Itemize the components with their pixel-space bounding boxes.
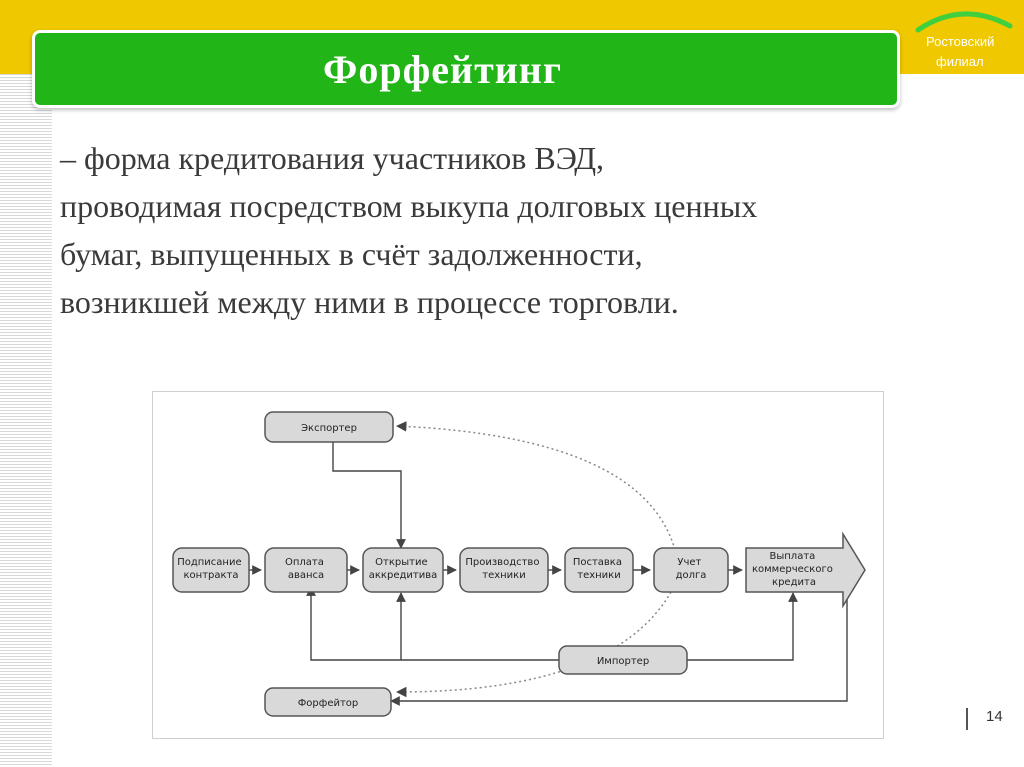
logo-text-line2: филиал	[936, 54, 984, 69]
node-accounting: Учет долга	[653, 547, 729, 593]
node-importer: Импортер	[558, 645, 688, 675]
definition-line: – форма кредитования участников ВЭД,	[60, 140, 605, 176]
branch-logo: Ростовский филиал	[910, 6, 1016, 72]
title-bar: Форфейтинг	[32, 30, 900, 108]
node-exporter: Экспортер	[264, 411, 394, 443]
slide-title: Форфейтинг	[323, 46, 562, 92]
node-signing-label: Подписание контракта	[177, 557, 245, 581]
definition-line: возникшей между ними в процессе торговли…	[60, 284, 679, 320]
dotted-accounting-to-exporter	[395, 421, 676, 551]
node-payment: Оплата аванса	[264, 547, 348, 593]
line-importer-to-payment	[306, 586, 559, 661]
definition-line: проводимая посредством выкупа долговых ц…	[60, 188, 758, 224]
logo-arc-icon	[915, 11, 1013, 33]
node-delivery: Поставка техники	[564, 547, 634, 593]
node-signing: Подписание контракта	[172, 547, 250, 593]
node-importer-label: Импортер	[597, 656, 649, 667]
line-credit-to-forfeiter	[390, 592, 848, 706]
forfaiting-flow-diagram: Экспортер Подписание контракта Оплата ав…	[152, 391, 884, 739]
diagram-canvas: Экспортер Подписание контракта Оплата ав…	[172, 411, 866, 717]
dotted-accounting-to-forfeiter	[395, 591, 672, 698]
node-accounting-label: Учет долга	[676, 557, 707, 581]
node-delivery-label: Поставка техники	[573, 557, 625, 581]
node-production-label: Производство техники	[465, 557, 542, 581]
left-stripe-decoration	[0, 74, 52, 767]
logo-text-line1: Ростовский	[926, 34, 995, 49]
node-accreditive-label: Открытие аккредитива	[369, 557, 437, 581]
page-number: 14	[986, 708, 1003, 725]
page-number-separator	[966, 708, 968, 730]
line-exporter-down	[332, 442, 406, 549]
node-exporter-label: Экспортер	[301, 423, 357, 434]
node-payment-label: Оплата аванса	[285, 557, 327, 581]
node-forfeiter: Форфейтор	[264, 687, 392, 717]
node-credit: Выплата коммерческого кредита	[745, 531, 866, 609]
node-credit-label: Выплата коммерческого кредита	[752, 551, 836, 588]
node-production: Производство техники	[459, 547, 549, 593]
definition-text: – форма кредитования участников ВЭД, про…	[60, 134, 960, 326]
node-forfeiter-label: Форфейтор	[298, 698, 359, 709]
definition-line: бумаг, выпущенных в счёт задолженности,	[60, 236, 643, 272]
line-importer-to-credit	[687, 592, 798, 661]
node-accreditive: Открытие аккредитива	[362, 547, 444, 593]
